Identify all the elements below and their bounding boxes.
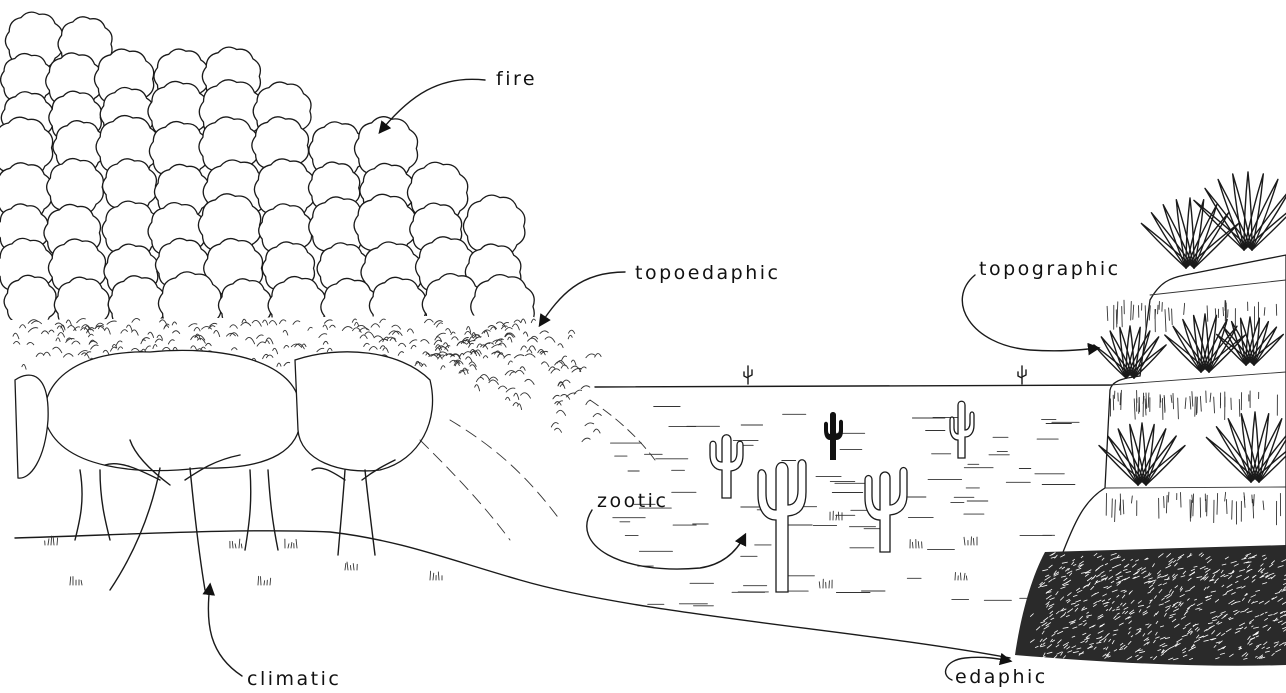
cliff-hatch-line	[1122, 307, 1123, 327]
shrub-mark	[569, 330, 575, 333]
grass-tuft	[955, 572, 967, 580]
label-topoedaphic: topoedaphic	[635, 262, 780, 284]
cliff-hatch-line	[1113, 395, 1114, 410]
cactus	[950, 401, 974, 458]
rocky-substrate	[1015, 545, 1286, 666]
agave-leaf	[1186, 205, 1217, 268]
horizon-line	[595, 385, 1125, 387]
cacti	[710, 366, 1026, 592]
cliff-hatch-line	[1116, 310, 1117, 327]
topographic-arrow	[962, 275, 1098, 351]
desert-ground-texture	[611, 407, 1080, 606]
agave-plant	[1141, 198, 1238, 268]
agave-leaf	[1244, 172, 1252, 250]
cliff-hatch-line	[1232, 501, 1233, 520]
cliff-hatch-line	[1226, 499, 1227, 513]
cliff-hatch-line	[1173, 393, 1174, 408]
tree-trunk	[338, 470, 375, 555]
cliff-hatch-line	[1107, 306, 1108, 320]
foreground-trees	[15, 350, 433, 590]
shrub-mark	[593, 414, 601, 417]
tree-crown	[295, 352, 433, 471]
shrub-mark	[555, 428, 562, 432]
grass-tuft	[910, 539, 922, 548]
forest-canopy	[0, 12, 534, 339]
grass-tuft	[70, 577, 82, 585]
shrub-mark	[595, 354, 601, 358]
shrub-mark	[557, 410, 566, 415]
cliff-hatch-line	[1193, 494, 1194, 516]
zootic-arrow	[587, 510, 745, 569]
cliff-hatch-line	[1172, 309, 1173, 325]
shrub-mark	[518, 404, 522, 410]
cliff-hatch-line	[1131, 301, 1132, 320]
cactus-distant	[744, 366, 752, 384]
tree-trunk	[110, 468, 205, 590]
tree-crown	[15, 375, 48, 478]
tree-trunk	[245, 470, 278, 550]
grass-tuft	[964, 537, 977, 545]
shrub-mark	[551, 423, 558, 427]
grass-tuft	[430, 571, 442, 580]
topoedaphic-arrow	[540, 272, 625, 325]
cliff-hatch-line	[1133, 305, 1134, 319]
label-zootic: zootic	[597, 490, 668, 512]
agave-leaf	[1194, 200, 1252, 250]
grass-tuft	[345, 562, 357, 570]
cliff-hatch-line	[1117, 302, 1118, 324]
cliff-hatch-line	[1155, 309, 1156, 318]
cliff-hatch-line	[1217, 493, 1218, 514]
label-edaphic: edaphic	[955, 666, 1048, 688]
cliff-hatch-line	[1120, 494, 1121, 515]
grass-tuft	[285, 539, 297, 548]
cactus	[865, 468, 907, 553]
tree-crown	[45, 350, 301, 470]
grass-tufts	[45, 511, 977, 588]
cliff-hatch-line	[1223, 307, 1224, 315]
tree-trunk	[75, 470, 110, 540]
slope-lines	[420, 400, 655, 540]
shrub-mark	[568, 335, 572, 338]
ground-line	[15, 531, 1010, 658]
cliff-hatch-line	[1139, 397, 1140, 413]
label-climatic: climatic	[247, 668, 341, 690]
cliff-hatch-line	[1254, 495, 1255, 506]
cactus-distant	[1018, 366, 1026, 384]
shrub-mark	[582, 438, 590, 441]
grass-tuft	[819, 579, 832, 588]
cactus	[710, 435, 743, 498]
cliff-outline	[1060, 255, 1286, 560]
grass-tuft	[258, 576, 271, 585]
shrub-mark	[594, 429, 601, 433]
climatic-arrow	[208, 585, 242, 676]
grass-tuft	[230, 539, 242, 548]
cliff-hatch-line	[1145, 306, 1146, 330]
cliff-hatch-line	[1207, 495, 1208, 516]
cliff-hatch-line	[1146, 393, 1147, 408]
cliff-hatch-line	[1164, 497, 1165, 508]
cactus-silhouette	[824, 412, 843, 460]
cliff-hatch-line	[1112, 499, 1113, 518]
cliff-hatch-line	[1197, 397, 1198, 413]
shrub-mark	[585, 423, 594, 426]
cactus	[758, 460, 806, 592]
shrub-mark	[586, 354, 595, 358]
cliff-hatch-line	[1239, 399, 1240, 416]
cliff-hatch-line	[1181, 493, 1182, 508]
cliff-hatch-line	[1195, 397, 1196, 416]
label-fire: fire	[496, 68, 537, 90]
terraced-cliff	[1060, 255, 1286, 560]
label-topographic: topographic	[979, 258, 1121, 280]
